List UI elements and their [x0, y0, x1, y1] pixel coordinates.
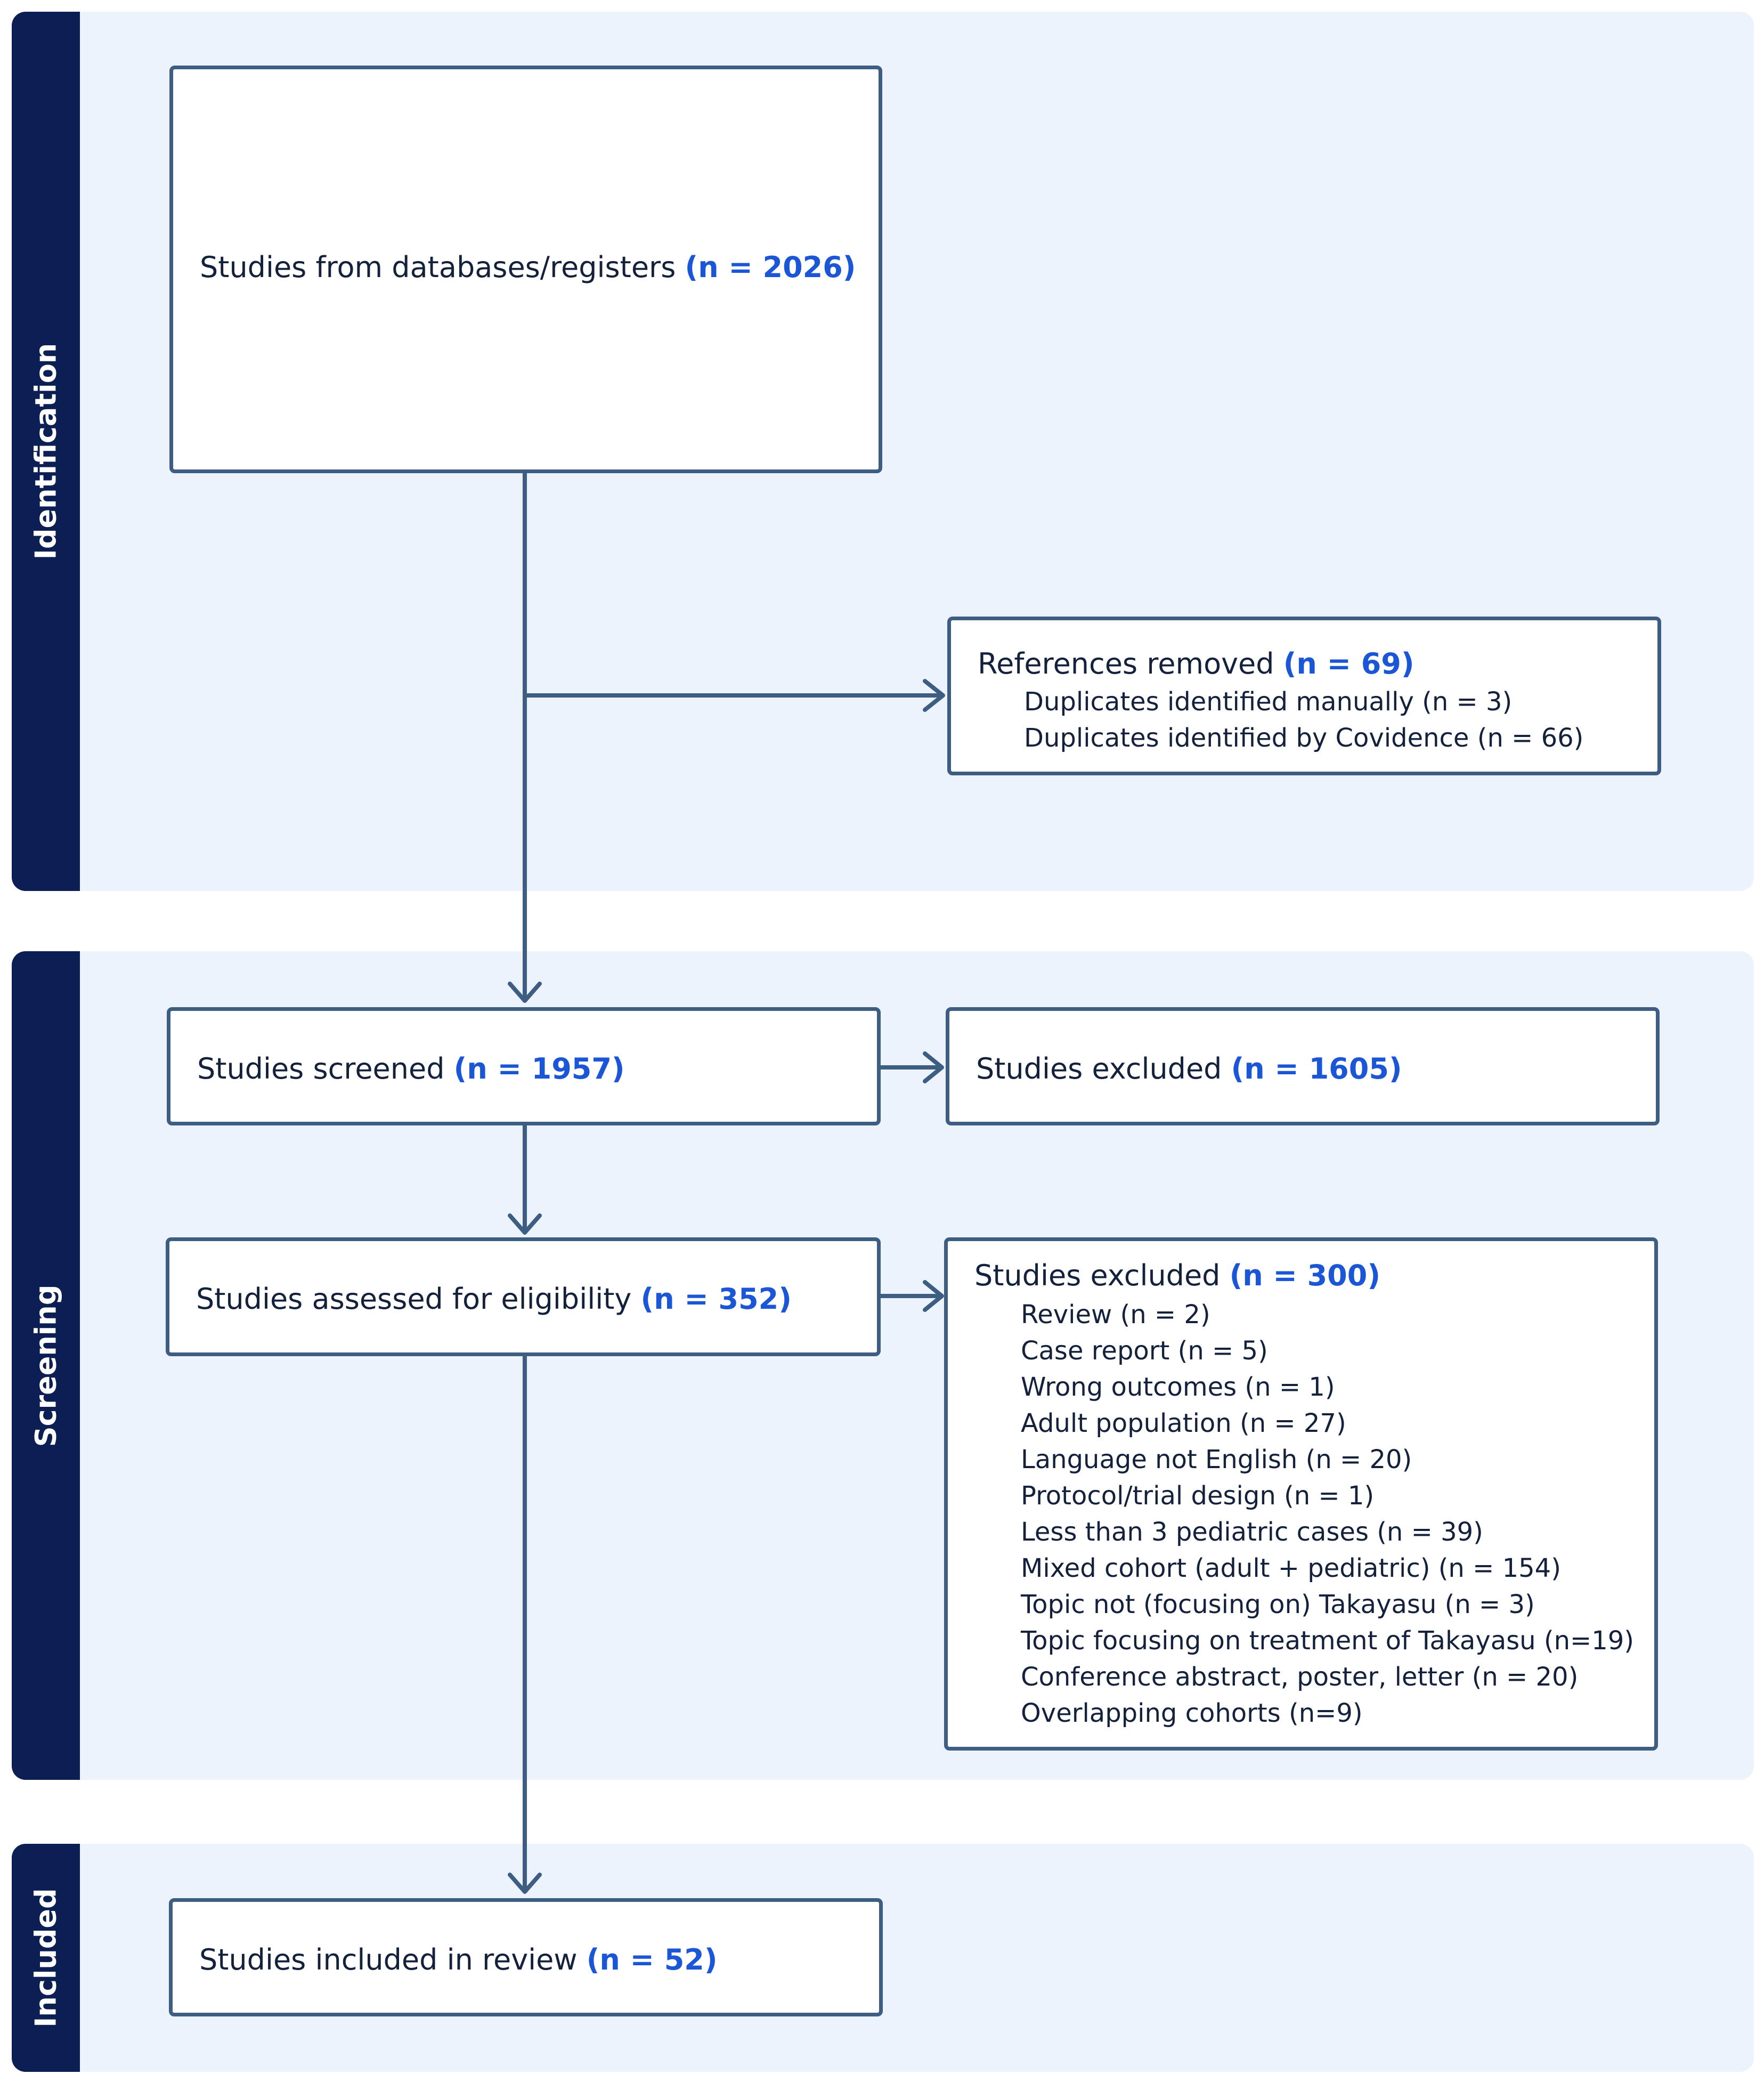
- removed-reason: Duplicates identified manually (n = 3): [1024, 687, 1513, 717]
- removed-label: References removed: [978, 647, 1274, 681]
- screened-text: Studies screened (n = 1957): [197, 1052, 625, 1085]
- arrowhead-excluded-full: [923, 1280, 944, 1312]
- screened-count: (n = 1957): [453, 1052, 625, 1085]
- arrowhead-included: [508, 1873, 542, 1894]
- included-phase-bar: [12, 1844, 80, 2072]
- exclusion-reason: Overlapping cohorts (n=9): [1021, 1698, 1363, 1728]
- exclusion-reason: Adult population (n = 27): [1021, 1408, 1346, 1438]
- databases-box: Studies from databases/registers (n = 20…: [169, 66, 882, 473]
- arrowhead-eligibility: [508, 1213, 542, 1235]
- excluded-screen-text: Studies excluded (n = 1605): [976, 1052, 1402, 1085]
- excluded-screen-label: Studies excluded: [976, 1052, 1222, 1085]
- screening-phase-bar: [12, 951, 80, 1780]
- exclusion-reason: Protocol/trial design (n = 1): [1021, 1481, 1375, 1511]
- screened-box: Studies screened (n = 1957): [167, 1007, 881, 1125]
- databases-count: (n = 2026): [685, 250, 856, 284]
- identification-phase-bar: [12, 12, 80, 891]
- exclusion-reason: Review (n = 2): [1021, 1300, 1210, 1330]
- eligibility-count: (n = 352): [640, 1282, 792, 1316]
- excluded-full-count: (n = 300): [1229, 1259, 1380, 1292]
- included-label: Studies included in review: [199, 1943, 578, 1976]
- exclusion-reason: Case report (n = 5): [1021, 1336, 1268, 1366]
- exclusion-reason: Topic focusing on treatment of Takayasu …: [1021, 1626, 1635, 1656]
- screened-label: Studies screened: [197, 1052, 445, 1085]
- included-text: Studies included in review (n = 52): [199, 1943, 718, 1976]
- eligibility-text: Studies assessed for eligibility (n = 35…: [196, 1282, 792, 1316]
- excluded-full-label: Studies excluded: [974, 1259, 1221, 1292]
- exclusion-reason: Topic not (focusing on) Takayasu (n = 3): [1021, 1590, 1535, 1619]
- removed-reason: Duplicates identified by Covidence (n = …: [1024, 723, 1584, 753]
- excluded-screen-box: Studies excluded (n = 1605): [946, 1007, 1660, 1125]
- eligibility-box: Studies assessed for eligibility (n = 35…: [166, 1237, 881, 1356]
- excluded-screen-count: (n = 1605): [1231, 1052, 1402, 1085]
- exclusion-reason: Conference abstract, poster, letter (n =…: [1021, 1662, 1579, 1692]
- exclusion-reason: Wrong outcomes (n = 1): [1021, 1372, 1335, 1402]
- excluded-full-box: Studies excluded (n = 300) Review (n = 2…: [944, 1237, 1658, 1751]
- exclusion-reason: Mixed cohort (adult + pediatric) (n = 15…: [1021, 1553, 1561, 1583]
- included-box: Studies included in review (n = 52): [169, 1898, 883, 2016]
- included-count: (n = 52): [586, 1943, 718, 1976]
- eligibility-label: Studies assessed for eligibility: [196, 1282, 632, 1316]
- exclusion-reason: Language not English (n = 20): [1021, 1445, 1412, 1475]
- databases-text: Studies from databases/registers (n = 20…: [200, 250, 856, 284]
- removed-count: (n = 69): [1283, 647, 1415, 681]
- excluded-full-text: Studies excluded (n = 300): [974, 1259, 1380, 1292]
- arrowhead-screened: [508, 982, 542, 1003]
- arrowhead-excluded-screen: [923, 1051, 944, 1083]
- removed-text: References removed (n = 69): [978, 647, 1415, 681]
- arrowhead-removed: [923, 679, 945, 712]
- databases-label: Studies from databases/registers: [200, 250, 676, 284]
- exclusion-reason: Less than 3 pediatric cases (n = 39): [1021, 1517, 1483, 1547]
- removed-box: References removed (n = 69) Duplicates i…: [947, 617, 1661, 775]
